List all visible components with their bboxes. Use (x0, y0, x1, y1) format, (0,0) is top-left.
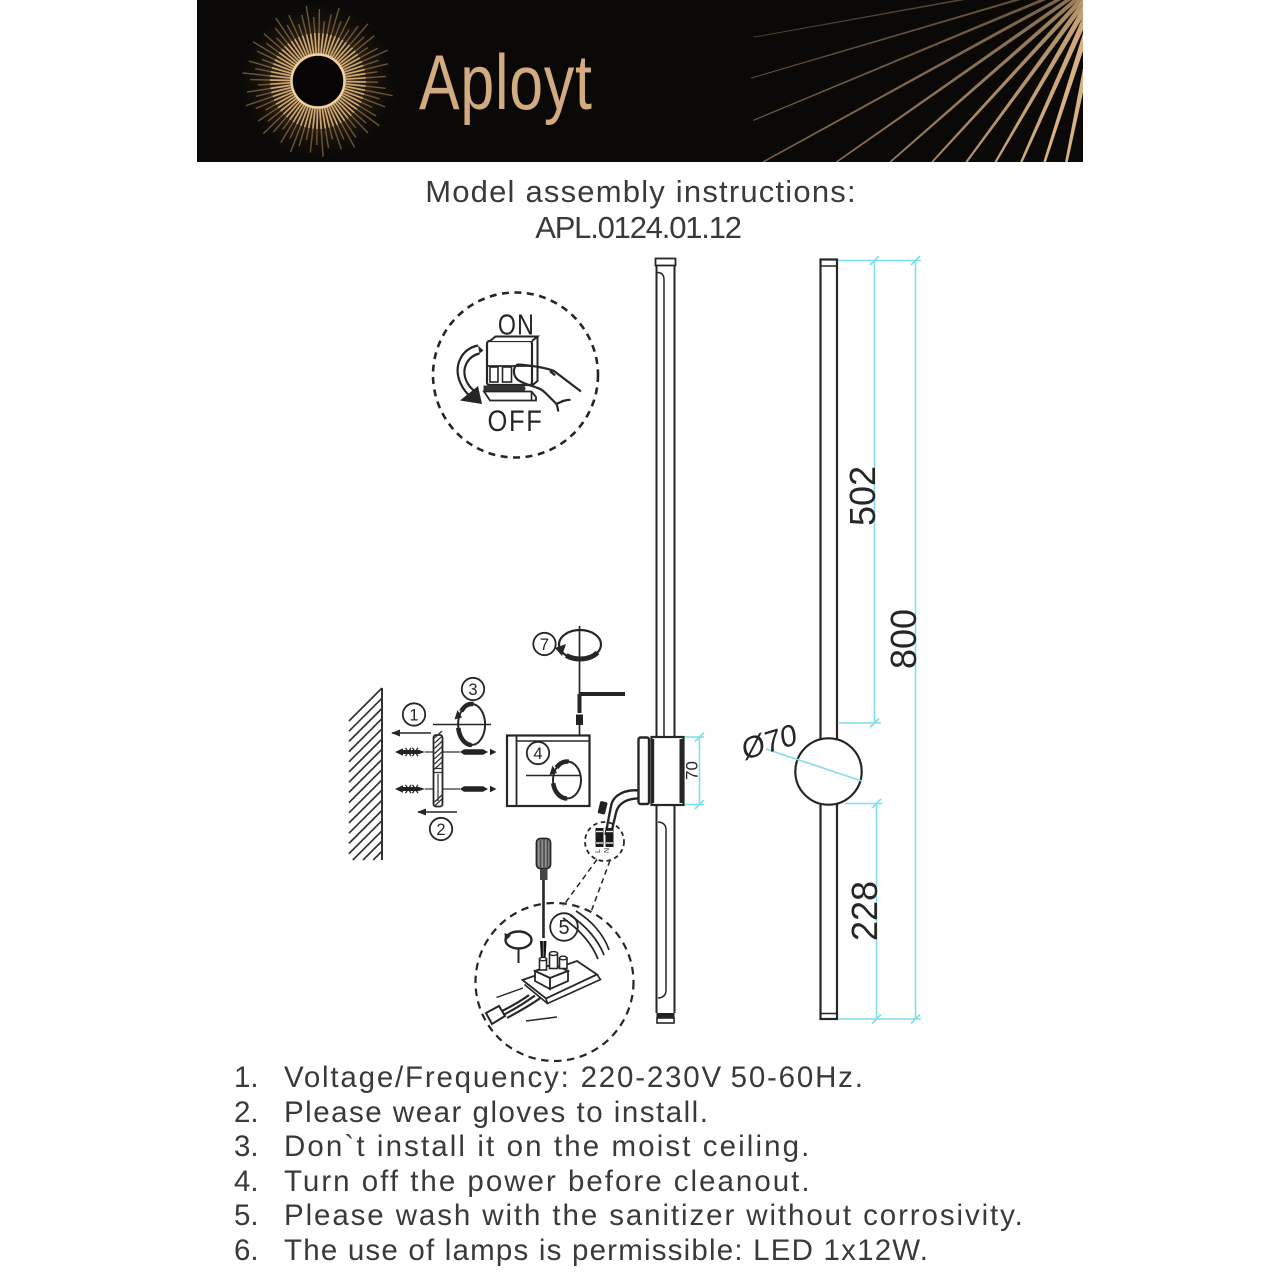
svg-text:Ø70: Ø70 (740, 718, 799, 767)
svg-text:L: L (595, 849, 602, 853)
svg-text:2: 2 (436, 821, 445, 839)
svg-text:800: 800 (883, 609, 924, 669)
svg-text:5: 5 (558, 917, 569, 939)
svg-text:Aployt: Aployt (419, 39, 593, 126)
svg-text:OFF: OFF (487, 404, 543, 437)
svg-text:7: 7 (540, 636, 549, 654)
svg-text:N: N (604, 848, 611, 853)
svg-text:4: 4 (533, 745, 542, 763)
svg-text:228: 228 (844, 881, 885, 941)
svg-text:502: 502 (842, 466, 883, 526)
svg-text:1: 1 (409, 706, 418, 724)
svg-text:3: 3 (468, 681, 477, 699)
svg-text:70: 70 (683, 761, 702, 780)
